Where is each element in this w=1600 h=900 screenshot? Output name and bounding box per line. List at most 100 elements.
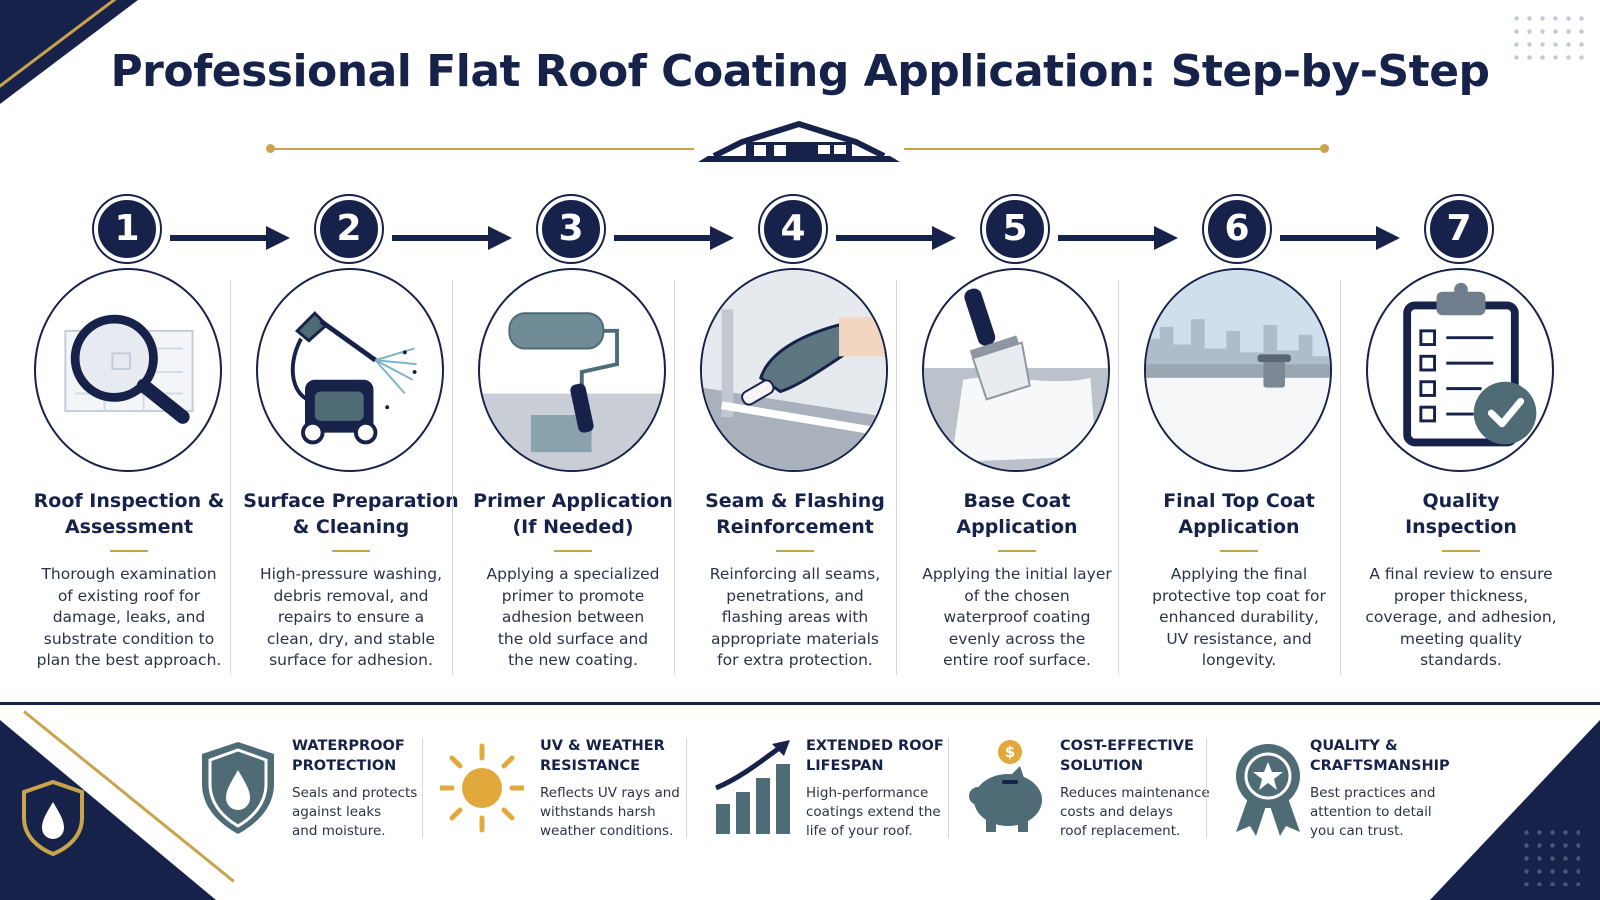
- steps-row: 1 Roof Inspection & Assessment Thorough …: [18, 190, 1582, 690]
- step-illustration: [34, 268, 222, 472]
- paint-roller-icon: [480, 312, 664, 470]
- step-title: Roof Inspection & Assessment: [33, 490, 225, 538]
- benefit-title: QUALITY & CRAFTSMANSHIP: [1310, 738, 1450, 774]
- step-rule: [1442, 550, 1480, 552]
- step-title: Seam & Flashing Reinforcement: [705, 490, 885, 538]
- title-rule-dot-left: [266, 144, 275, 153]
- dot-pattern-top-right: [1510, 12, 1586, 68]
- step-number-badge: 3: [538, 196, 604, 262]
- step-divider: [1118, 280, 1119, 675]
- step-description: Applying the initial layer of the chosen…: [922, 565, 1112, 669]
- award-ribbon-icon: [1236, 744, 1300, 836]
- arrow-right-icon: [392, 226, 512, 250]
- step-rule: [776, 550, 814, 552]
- gloved-hand-brush-icon: [702, 270, 886, 470]
- step-divider: [674, 280, 675, 675]
- shield-drop-badge-icon: [22, 779, 84, 857]
- step-rule: [1220, 550, 1258, 552]
- benefit-description: Reflects UV rays and withstands harsh we…: [540, 785, 680, 839]
- step-divider: [452, 280, 453, 675]
- svg-text:$: $: [1005, 743, 1015, 761]
- benefit-description: Seals and protects against leaks and moi…: [292, 785, 418, 839]
- step-number-badge: 7: [1426, 196, 1492, 262]
- arrow-right-icon: [614, 226, 734, 250]
- corner-decoration-bottom-left: [0, 720, 216, 900]
- page-title: Professional Flat Roof Coating Applicati…: [110, 46, 1490, 97]
- step-number-badge: 6: [1204, 196, 1270, 262]
- step-divider: [896, 280, 897, 675]
- benefit-description: Best practices and attention to detail y…: [1310, 785, 1436, 839]
- benefit-title: COST-EFFECTIVE SOLUTION: [1060, 738, 1194, 774]
- step-number-badge: 5: [982, 196, 1048, 262]
- benefits-row: WATERPROOF PROTECTION Seals and protects…: [196, 730, 1456, 850]
- step-4: 4 Seam & Flashing Reinforcement Reinforc…: [684, 190, 956, 690]
- arrow-right-icon: [1280, 226, 1400, 250]
- bottom-band-rule: [0, 702, 1600, 705]
- benefit-title: WATERPROOF PROTECTION: [292, 738, 405, 774]
- step-illustration: [256, 268, 444, 472]
- step-6: 6 Final Top Coat Application Applying th…: [1128, 190, 1400, 690]
- title-rule-left: [274, 148, 694, 150]
- benefit-divider: [686, 738, 687, 838]
- step-title: Primer Application (If Needed): [473, 490, 673, 538]
- step-description: Applying a specialized primer to promote…: [486, 565, 660, 669]
- arrow-right-icon: [170, 226, 290, 250]
- pressure-washer-icon: [290, 311, 417, 445]
- growth-chart-icon: [715, 740, 790, 834]
- step-description: High-pressure washing, debris removal, a…: [259, 565, 443, 669]
- step-number-badge: 4: [760, 196, 826, 262]
- step-title: Quality Inspection: [1405, 490, 1517, 538]
- sun-icon: [440, 743, 524, 833]
- benefit-quality: QUALITY & CRAFTSMANSHIP Best practices a…: [1226, 730, 1456, 850]
- step-3: 3 Primer Application (If Needed) Applyin…: [462, 190, 734, 690]
- step-illustration: [478, 268, 666, 472]
- step-divider: [1340, 280, 1341, 675]
- benefit-title: EXTENDED ROOF LIFESPAN: [806, 738, 944, 774]
- piggy-bank-icon: $: [969, 740, 1042, 832]
- step-7: 7 Quality Inspection A final review to e…: [1350, 190, 1572, 690]
- step-illustration: [1366, 268, 1554, 472]
- finished-roof-icon: [1146, 270, 1330, 470]
- arrow-right-icon: [836, 226, 956, 250]
- step-number-badge: 2: [316, 196, 382, 262]
- magnifying-glass-icon: [64, 314, 194, 424]
- clipboard-checklist-icon: [1403, 282, 1537, 447]
- step-2: 2 Surface Preparation & Cleaning High-pr…: [240, 190, 512, 690]
- step-description: Thorough examination of existing roof fo…: [36, 565, 222, 669]
- step-number-badge: 1: [94, 196, 160, 262]
- corner-decoration-top-left: [0, 0, 138, 104]
- step-illustration: [922, 268, 1110, 472]
- benefit-divider: [1206, 738, 1207, 838]
- benefit-description: High-performance coatings extend the lif…: [806, 785, 941, 839]
- step-title: Base Coat Application: [956, 490, 1078, 538]
- benefit-divider: [422, 738, 423, 838]
- step-title: Surface Preparation & Cleaning: [243, 490, 459, 538]
- dot-pattern-bottom-right: [1520, 826, 1580, 886]
- benefit-lifespan: EXTENDED ROOF LIFESPAN High-performance …: [710, 730, 950, 850]
- paint-brush-icon: [924, 288, 1108, 470]
- step-illustration: [1144, 268, 1332, 472]
- benefit-cost-effective: $ COST-EFFECTIVE SOLUTION Reduces mainte…: [964, 730, 1210, 850]
- arrow-right-icon: [1058, 226, 1178, 250]
- step-rule: [998, 550, 1036, 552]
- water-drop-shield-icon: [202, 742, 274, 834]
- benefit-title: UV & WEATHER RESISTANCE: [540, 738, 665, 774]
- benefit-description: Reduces maintenance costs and delays roo…: [1060, 785, 1210, 839]
- step-illustration: [700, 268, 888, 472]
- step-rule: [554, 550, 592, 552]
- step-5: 5 Base Coat Application Applying the ini…: [906, 190, 1178, 690]
- step-description: Applying the final protective top coat f…: [1152, 565, 1326, 669]
- step-rule: [332, 550, 370, 552]
- step-description: A final review to ensure proper thicknes…: [1365, 565, 1557, 669]
- title-rule-dot-right: [1320, 144, 1329, 153]
- step-title: Final Top Coat Application: [1163, 490, 1315, 538]
- step-rule: [110, 550, 148, 552]
- benefit-uv-weather: UV & WEATHER RESISTANCE Reflects UV rays…: [440, 730, 680, 850]
- title-rule-right: [904, 148, 1324, 150]
- benefit-waterproof: WATERPROOF PROTECTION Seals and protects…: [196, 730, 426, 850]
- step-divider: [230, 280, 231, 675]
- step-1: 1 Roof Inspection & Assessment Thorough …: [18, 190, 290, 690]
- step-description: Reinforcing all seams, penetrations, and…: [709, 565, 881, 669]
- house-icon: [698, 120, 900, 162]
- benefit-divider: [948, 738, 949, 838]
